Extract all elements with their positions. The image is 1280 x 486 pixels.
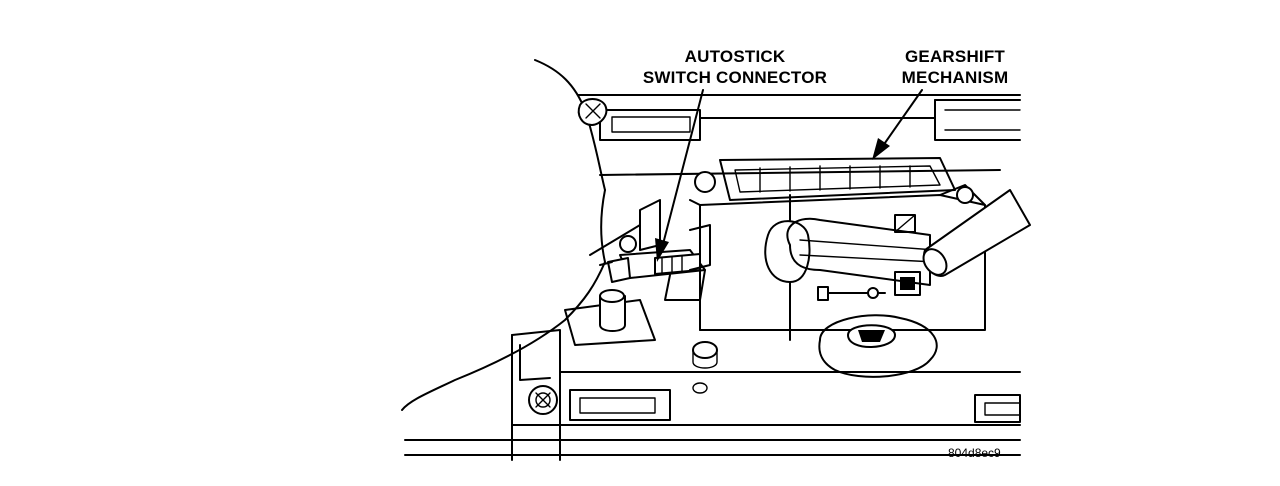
autostick-leader-line [661,89,704,249]
gearshift-arrowhead [872,138,890,160]
leader-arrows [655,89,923,262]
gearshift-leader-line [879,89,923,151]
figure-code: 804d8ec9 [948,446,1001,460]
lower-console [404,289,1021,461]
autostick-switch-connector-label: AUTOSTICK SWITCH CONNECTOR [640,46,830,88]
upper-trim-panel [577,94,1021,141]
autostick-label-line1: AUTOSTICK [684,47,786,66]
gearshift-mechanism-body [689,157,986,378]
shift-lever [922,189,1031,277]
console-wall [401,59,1001,411]
gearshift-label-line1: GEARSHIFT [904,47,1006,66]
autostick-label-line2: SWITCH CONNECTOR [642,68,828,87]
autostick-arrowhead [655,238,669,262]
autostick-switch-connector [599,199,711,301]
gearshift-label-line2: MECHANISM [901,68,1009,87]
gearshift-mechanism-label: GEARSHIFT MECHANISM [880,46,1030,88]
